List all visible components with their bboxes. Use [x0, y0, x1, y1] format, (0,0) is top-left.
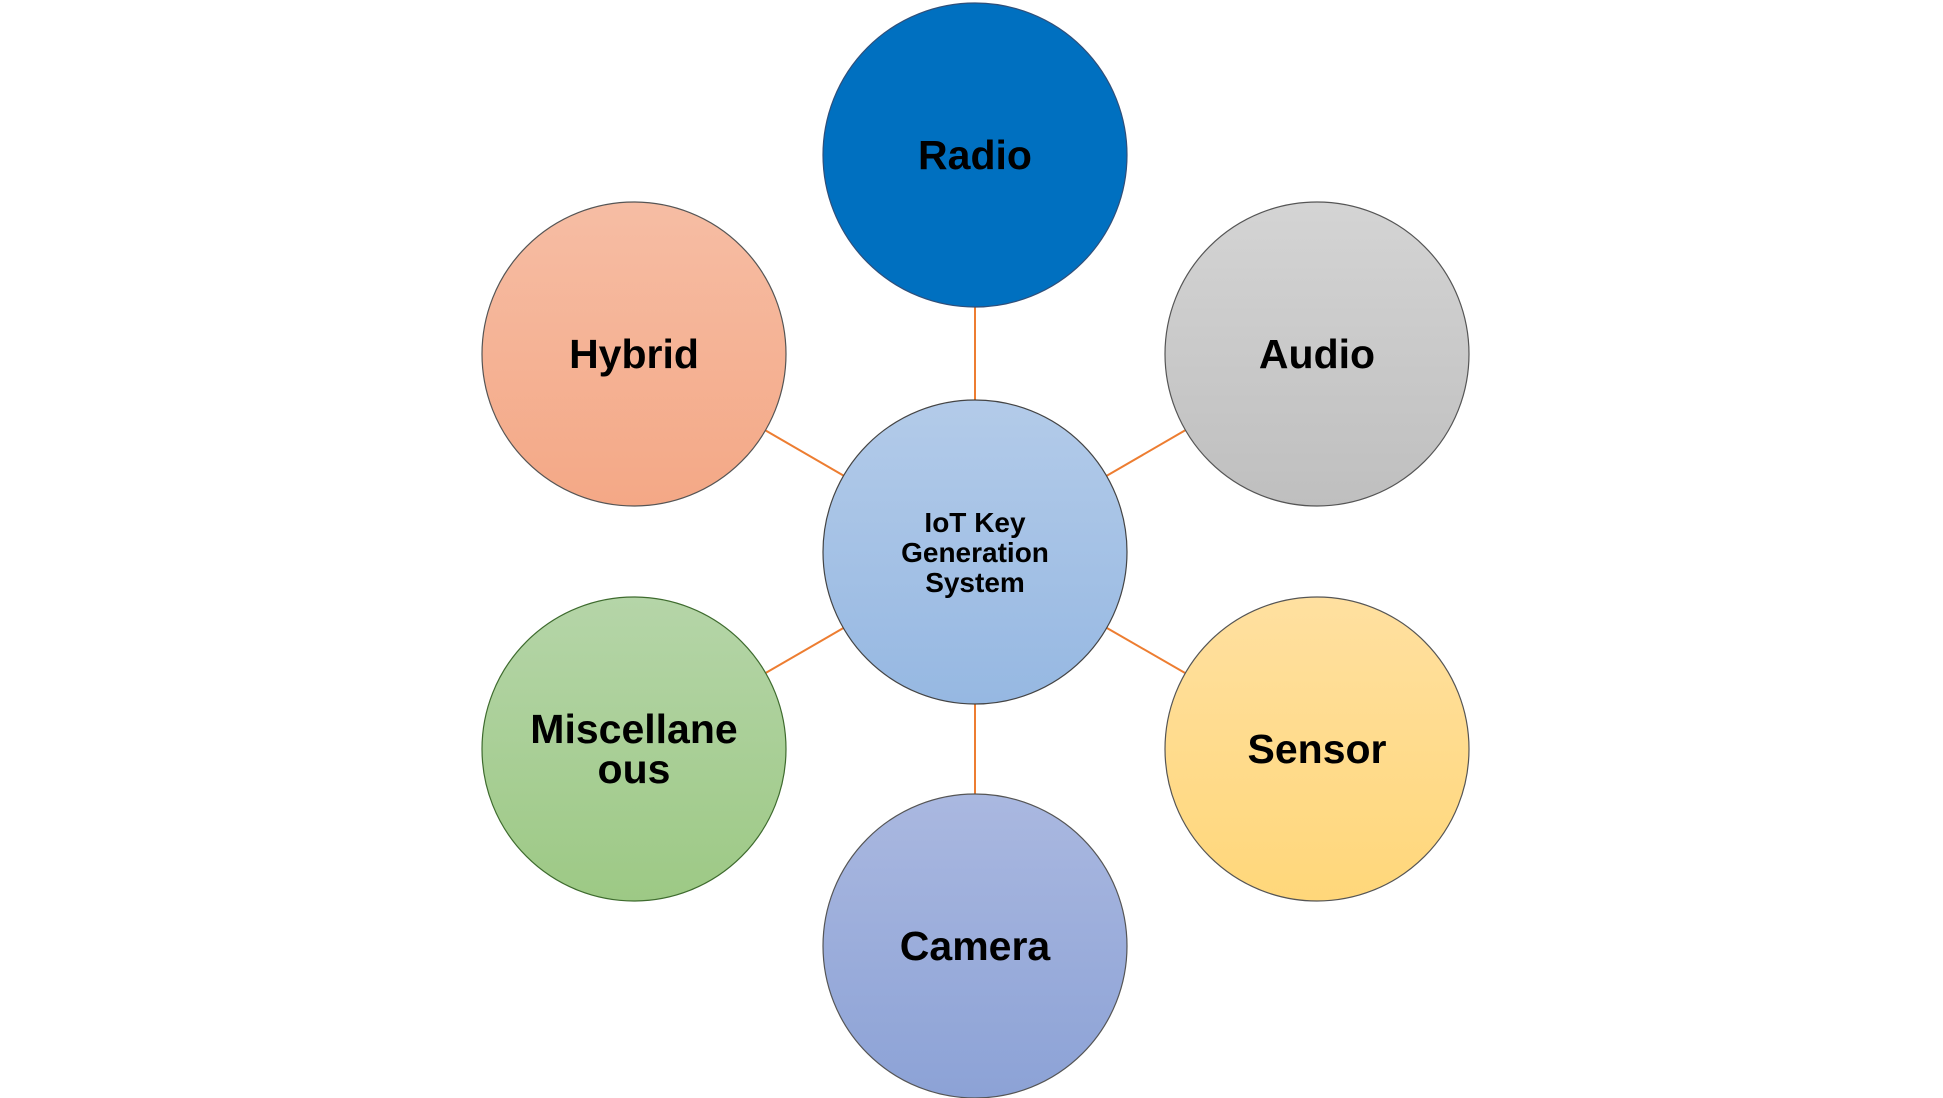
node-audio: Audio [1164, 201, 1470, 507]
node-miscellaneous-circle [481, 596, 787, 902]
node-hybrid-label-line: Hybrid [569, 331, 699, 377]
node-radio: Radio [822, 2, 1128, 308]
node-camera: Camera [822, 793, 1128, 1098]
node-miscellaneous-label-line: Miscellane [530, 706, 737, 752]
node-miscellaneous-label-line: ous [598, 746, 671, 792]
node-camera-circle [822, 793, 1128, 1098]
node-center-label-line: IoT Key [924, 507, 1026, 538]
node-hybrid: Hybrid [481, 201, 787, 507]
node-camera-label-line: Camera [900, 923, 1052, 969]
node-center-label-line: System [925, 567, 1025, 598]
connector-audio [1106, 429, 1186, 477]
node-sensor: Sensor [1164, 596, 1470, 902]
node-center-label-line: Generation [901, 537, 1049, 568]
node-radio-label-line: Radio [918, 132, 1032, 178]
node-audio-label-line: Audio [1259, 331, 1375, 377]
node-sensor-label-line: Sensor [1248, 726, 1387, 772]
node-sensor-circle [1164, 596, 1470, 902]
node-hybrid-circle [481, 201, 787, 507]
connector-miscellaneous [765, 627, 844, 674]
node-audio-circle [1164, 201, 1470, 507]
connector-hybrid [764, 429, 845, 477]
node-radio-circle [822, 2, 1128, 308]
connector-lines [764, 307, 1186, 794]
connector-sensor [1106, 627, 1186, 674]
node-center-circle [822, 399, 1128, 705]
